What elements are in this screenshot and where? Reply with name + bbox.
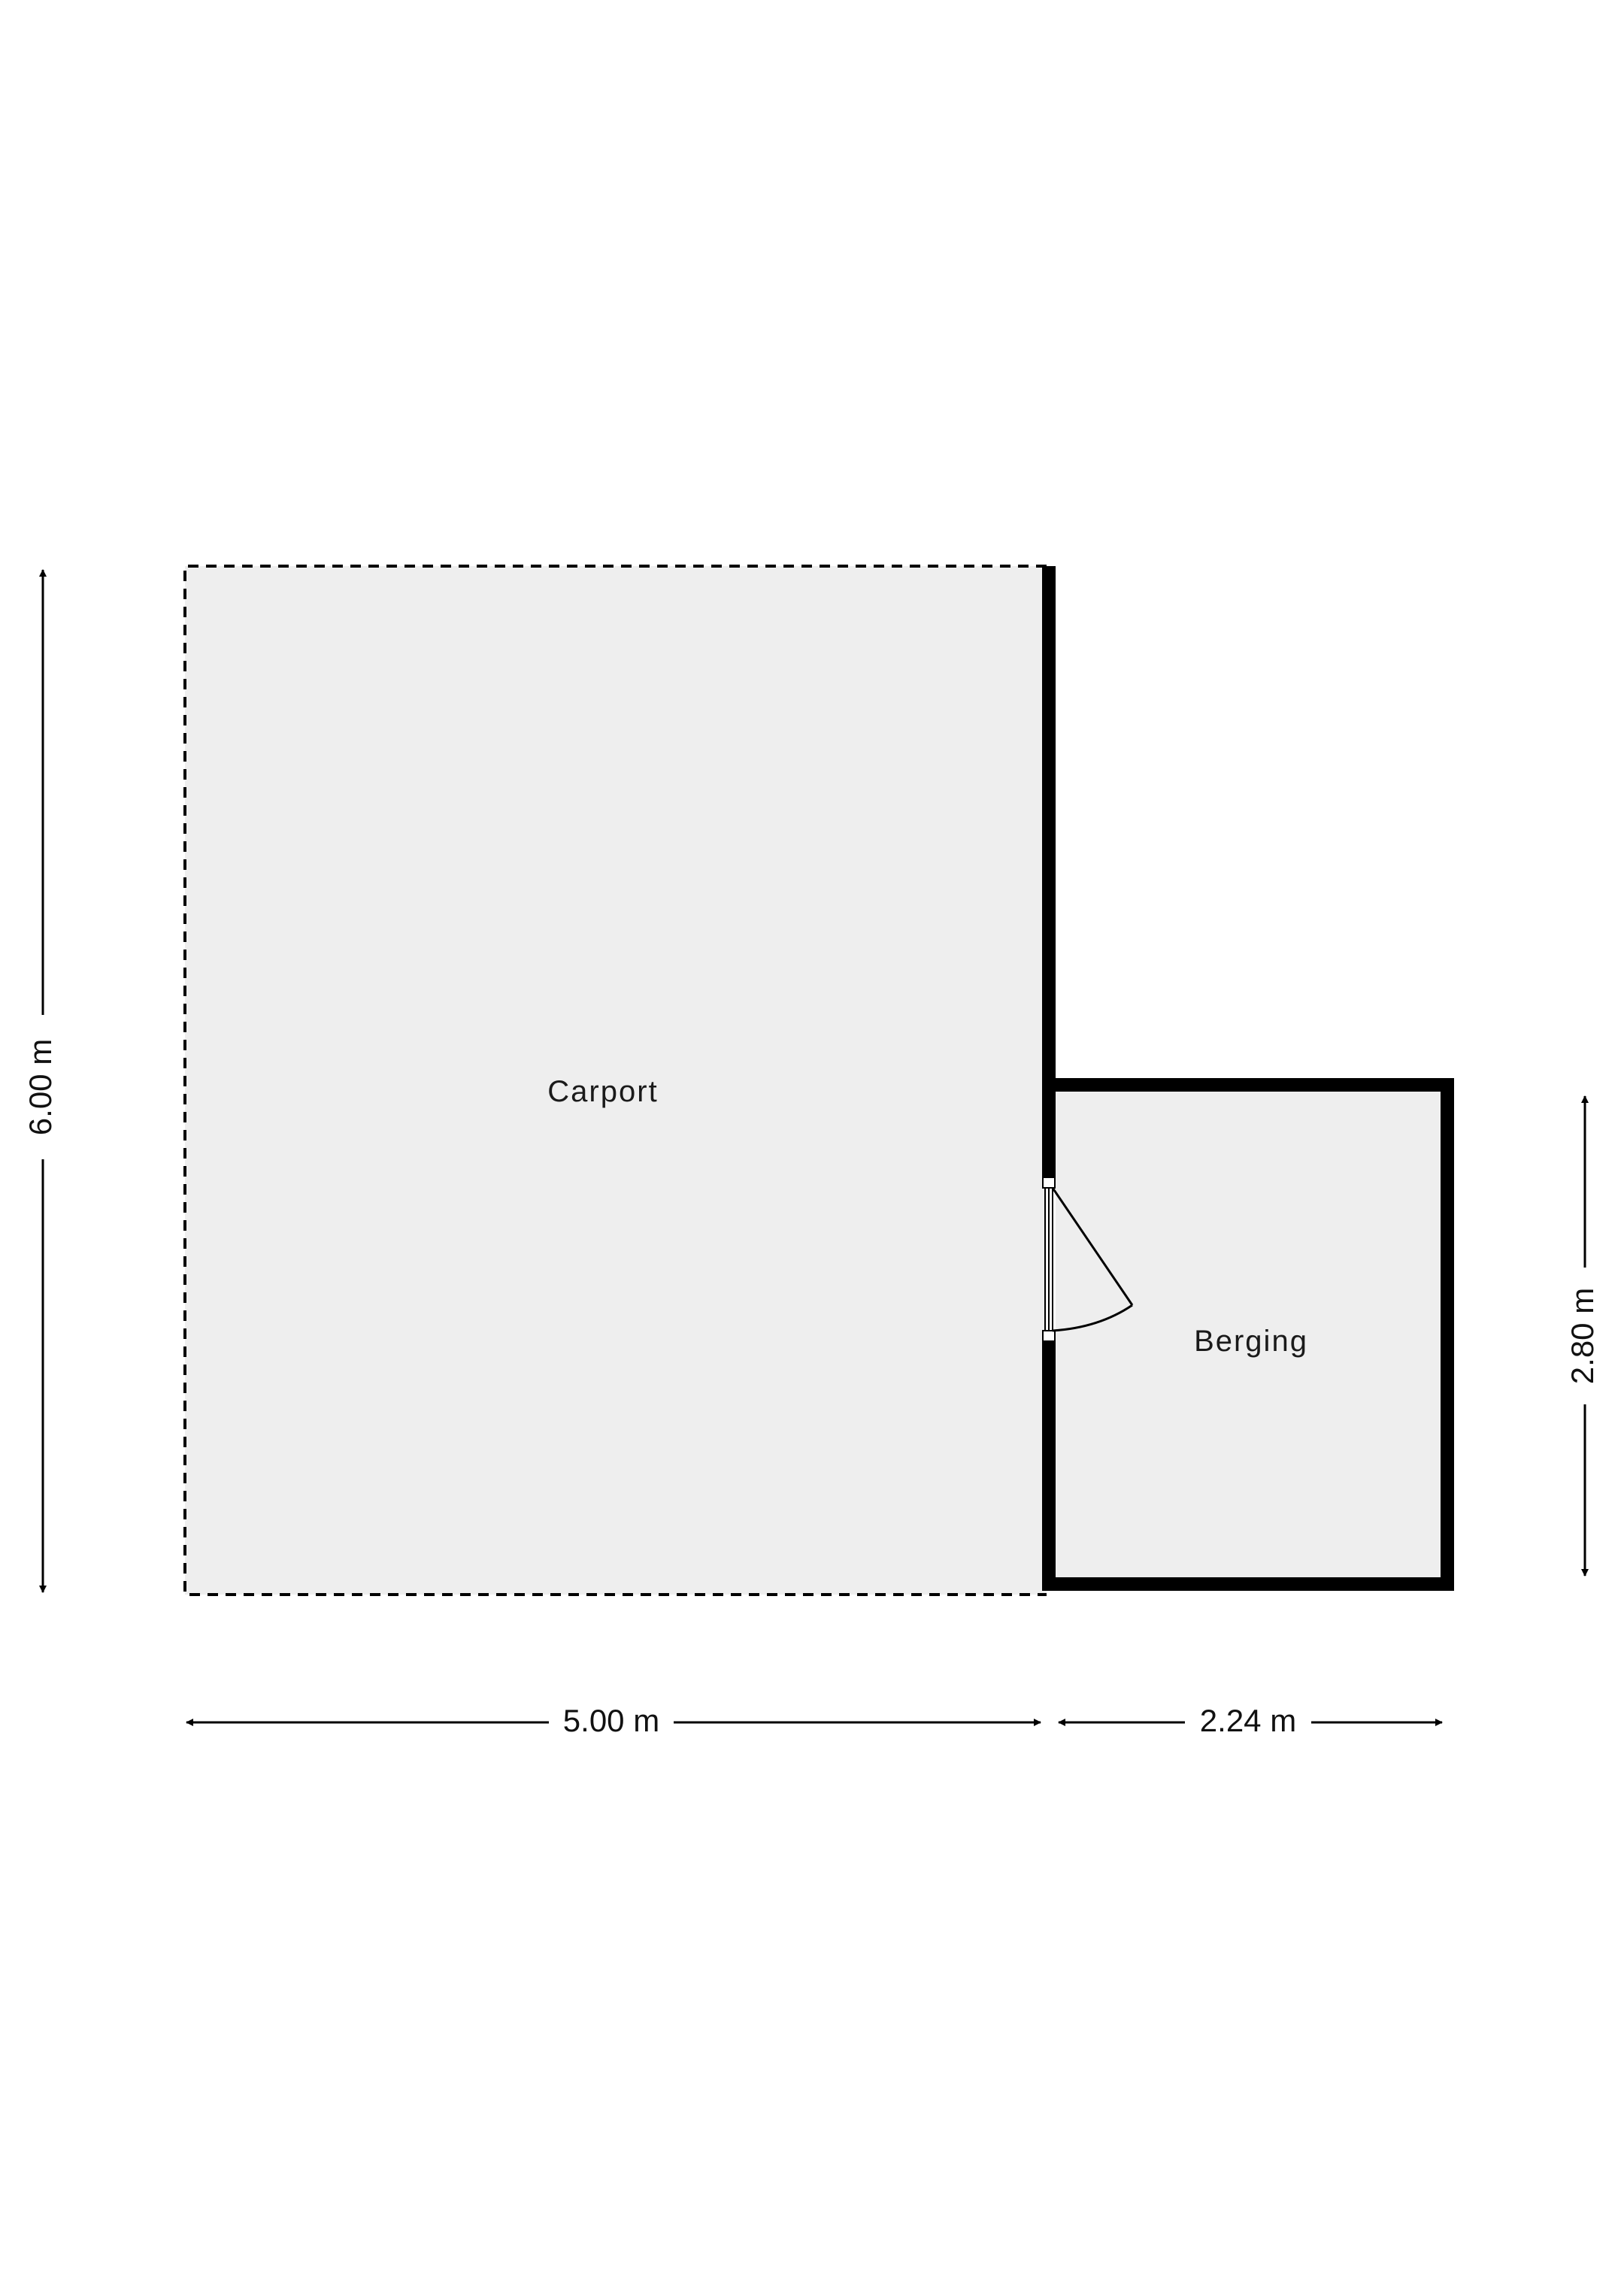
berging-label: Berging <box>1194 1325 1308 1358</box>
carport-width-dimension: 5.00 m <box>186 1703 1041 1738</box>
carport-floor <box>185 566 1047 1595</box>
carport-wall <box>1042 566 1056 1177</box>
carport-height-label: 6.00 m <box>23 1039 58 1135</box>
berging-floor <box>1056 1087 1448 1580</box>
carport-height-dimension: 6.00 m <box>23 569 58 1593</box>
carport-dashed-outline <box>183 565 1047 1596</box>
berging-wall-bottom <box>1042 1577 1454 1591</box>
berging-height-dimension: 2.80 m <box>1565 1095 1600 1577</box>
door <box>1042 1177 1134 1342</box>
carport-label: Carport <box>547 1075 658 1108</box>
carport-width-label: 5.00 m <box>563 1703 659 1738</box>
berging-width-dimension: 2.24 m <box>1058 1703 1443 1738</box>
door-leaf <box>1051 1187 1134 1306</box>
berging-width-label: 2.24 m <box>1200 1703 1296 1738</box>
berging-height-label: 2.80 m <box>1565 1288 1600 1384</box>
door-jamb-bottom <box>1042 1330 1056 1342</box>
door-jamb-top <box>1042 1177 1056 1189</box>
door-swing-arc <box>1052 1304 1133 1332</box>
wall-lower <box>1042 1341 1056 1591</box>
berging-wall-top <box>1042 1078 1454 1092</box>
berging-wall-right <box>1441 1078 1454 1591</box>
